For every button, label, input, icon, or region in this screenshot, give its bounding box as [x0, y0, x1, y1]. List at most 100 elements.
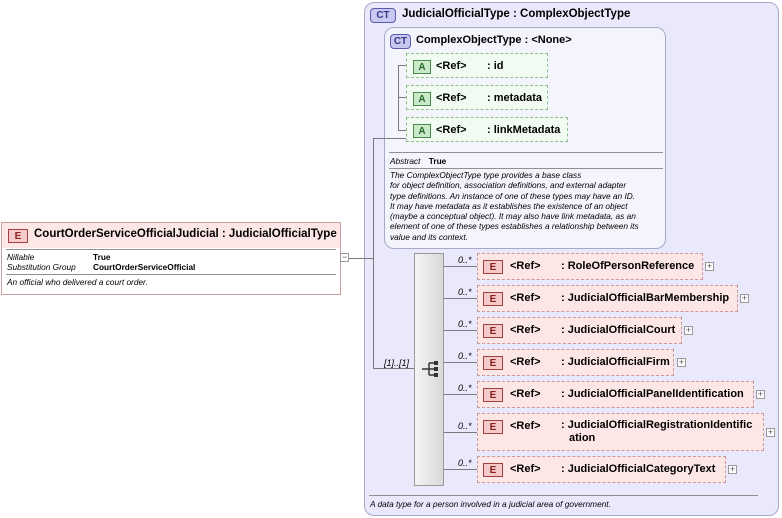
- attribute-metadata[interactable]: A <Ref> : metadata: [406, 85, 548, 110]
- main-element-header: [2, 223, 340, 248]
- attribute-id[interactable]: A <Ref> : id: [406, 53, 548, 78]
- divider: [369, 495, 758, 496]
- child-element-judicialofficialpanelidentification[interactable]: E <Ref> : JudicialOfficialPanelIdentific…: [477, 381, 754, 408]
- attribute-ref: <Ref>: [436, 60, 467, 72]
- divider: [389, 168, 663, 169]
- element-icon: E: [483, 388, 503, 402]
- child-element-judicialofficialregistrationidentification[interactable]: E <Ref> : JudicialOfficialRegistrationId…: [477, 413, 764, 451]
- child-cardinality: 0..*: [458, 319, 472, 329]
- child-ref: <Ref>: [510, 420, 541, 432]
- child-connector: [444, 469, 477, 470]
- abstract-value: True: [428, 156, 447, 166]
- child-name: : JudicialOfficialCourt: [561, 324, 676, 336]
- description-line: element of one of these types establishe…: [390, 221, 639, 232]
- child-name: : JudicialOfficialBarMembership: [561, 292, 730, 304]
- main-element-box[interactable]: E CourtOrderServiceOfficialJudicial : Ju…: [1, 222, 341, 295]
- expand-button[interactable]: +: [705, 261, 714, 271]
- connector-line: [373, 138, 374, 368]
- attribute-icon: A: [413, 124, 431, 138]
- child-cardinality: 0..*: [458, 421, 472, 431]
- element-icon: E: [483, 420, 503, 434]
- child-ref: <Ref>: [510, 388, 541, 400]
- child-connector: [444, 266, 477, 267]
- expand-button[interactable]: +: [756, 389, 765, 399]
- child-connector: [444, 298, 477, 299]
- description-line: value and its context.: [390, 231, 468, 242]
- complex-type-title: JudicialOfficialType : ComplexObjectType: [402, 8, 630, 20]
- expand-button[interactable]: +: [684, 325, 693, 335]
- child-name: : JudicialOfficialFirm: [561, 356, 670, 368]
- base-type-name: ComplexObjectType: [416, 34, 522, 46]
- base-type-title: ComplexObjectType : <None>: [416, 34, 572, 46]
- element-description: An official who delivered a court order.: [7, 277, 148, 287]
- substitution-label: Substitution Group: [7, 262, 76, 272]
- element-icon: E: [483, 292, 503, 306]
- substitution-value: CourtOrderServiceOfficial: [93, 262, 196, 272]
- description-line: type definitions. An instance of one of …: [390, 190, 636, 201]
- element-icon: E: [483, 324, 503, 338]
- child-connector: [444, 394, 477, 395]
- complex-type-base: : ComplexObjectType: [513, 8, 631, 20]
- attribute-name: : linkMetadata: [487, 124, 561, 136]
- collapse-button[interactable]: −: [340, 252, 349, 262]
- expand-button[interactable]: +: [766, 427, 775, 437]
- base-type-icon: CT: [390, 34, 411, 49]
- expand-button[interactable]: +: [728, 464, 737, 474]
- child-element-judicialofficialbarmembership[interactable]: E <Ref> : JudicialOfficialBarMembership: [477, 285, 738, 312]
- element-icon: E: [483, 356, 503, 370]
- base-type-description: The ComplexObjectType type provides a ba…: [390, 170, 665, 242]
- expand-button[interactable]: +: [677, 357, 686, 367]
- attribute-connector: [398, 130, 406, 131]
- child-element-roleofpersonreference[interactable]: E <Ref> : RoleOfPersonReference: [477, 253, 703, 280]
- divider: [389, 152, 663, 153]
- connector-line: [373, 368, 414, 369]
- element-icon: E: [483, 463, 503, 477]
- attribute-name: : metadata: [487, 92, 543, 104]
- description-line: (maybe a conceptual object). It may also…: [390, 211, 636, 222]
- attribute-ref: <Ref>: [436, 92, 467, 104]
- child-connector: [444, 330, 477, 331]
- description-line: for object definition, association defin…: [390, 180, 627, 191]
- attribute-icon: A: [413, 92, 431, 106]
- attribute-linkmetadata[interactable]: A <Ref> : linkMetadata: [406, 117, 568, 142]
- child-ref: <Ref>: [510, 463, 541, 475]
- child-cardinality: 0..*: [458, 458, 472, 468]
- attribute-connector: [398, 65, 399, 131]
- sequence-cardinality: [1]..[1]: [384, 358, 410, 368]
- element-name: CourtOrderServiceOfficialJudicial: [34, 228, 219, 240]
- child-connector: [444, 432, 477, 433]
- connector-line: [373, 138, 406, 139]
- nillable-value: True: [93, 252, 111, 262]
- element-icon: E: [8, 229, 28, 243]
- child-element-judicialofficialcategorytext[interactable]: E <Ref> : JudicialOfficialCategoryText: [477, 456, 726, 483]
- child-ref: <Ref>: [510, 292, 541, 304]
- main-element-title: CourtOrderServiceOfficialJudicial : Judi…: [34, 228, 337, 240]
- complex-type-description: A data type for a person involved in a j…: [370, 499, 611, 509]
- child-element-judicialofficialfirm[interactable]: E <Ref> : JudicialOfficialFirm: [477, 349, 674, 376]
- expand-button[interactable]: +: [740, 293, 749, 303]
- nillable-label: Nillable: [7, 252, 35, 262]
- child-cardinality: 0..*: [458, 351, 472, 361]
- child-element-judicialofficialcourt[interactable]: E <Ref> : JudicialOfficialCourt: [477, 317, 682, 344]
- child-ref: <Ref>: [510, 356, 541, 368]
- child-name-line2: ation: [569, 432, 596, 444]
- divider: [6, 249, 336, 250]
- child-connector: [444, 362, 477, 363]
- base-type-base: : <None>: [524, 34, 572, 46]
- attribute-ref: <Ref>: [436, 124, 467, 136]
- description-line: The ComplexObjectType type provides a ba…: [390, 170, 582, 180]
- complex-type-name: JudicialOfficialType: [402, 8, 510, 20]
- child-name-line1: : JudicialOfficialRegistrationIdentific: [561, 419, 753, 431]
- child-cardinality: 0..*: [458, 383, 472, 393]
- child-name: : JudicialOfficialPanelIdentification: [561, 388, 744, 400]
- attribute-icon: A: [413, 60, 431, 74]
- child-name: : JudicialOfficialCategoryText: [561, 463, 716, 475]
- attribute-name: : id: [487, 60, 504, 72]
- child-name: : RoleOfPersonReference: [561, 260, 695, 272]
- description-line: It may have metadata as it establishes t…: [390, 200, 628, 211]
- element-type: : JudicialOfficialType: [221, 228, 337, 240]
- attribute-connector: [398, 97, 406, 98]
- child-cardinality: 0..*: [458, 255, 472, 265]
- divider: [6, 274, 336, 275]
- connector-line: [341, 258, 373, 259]
